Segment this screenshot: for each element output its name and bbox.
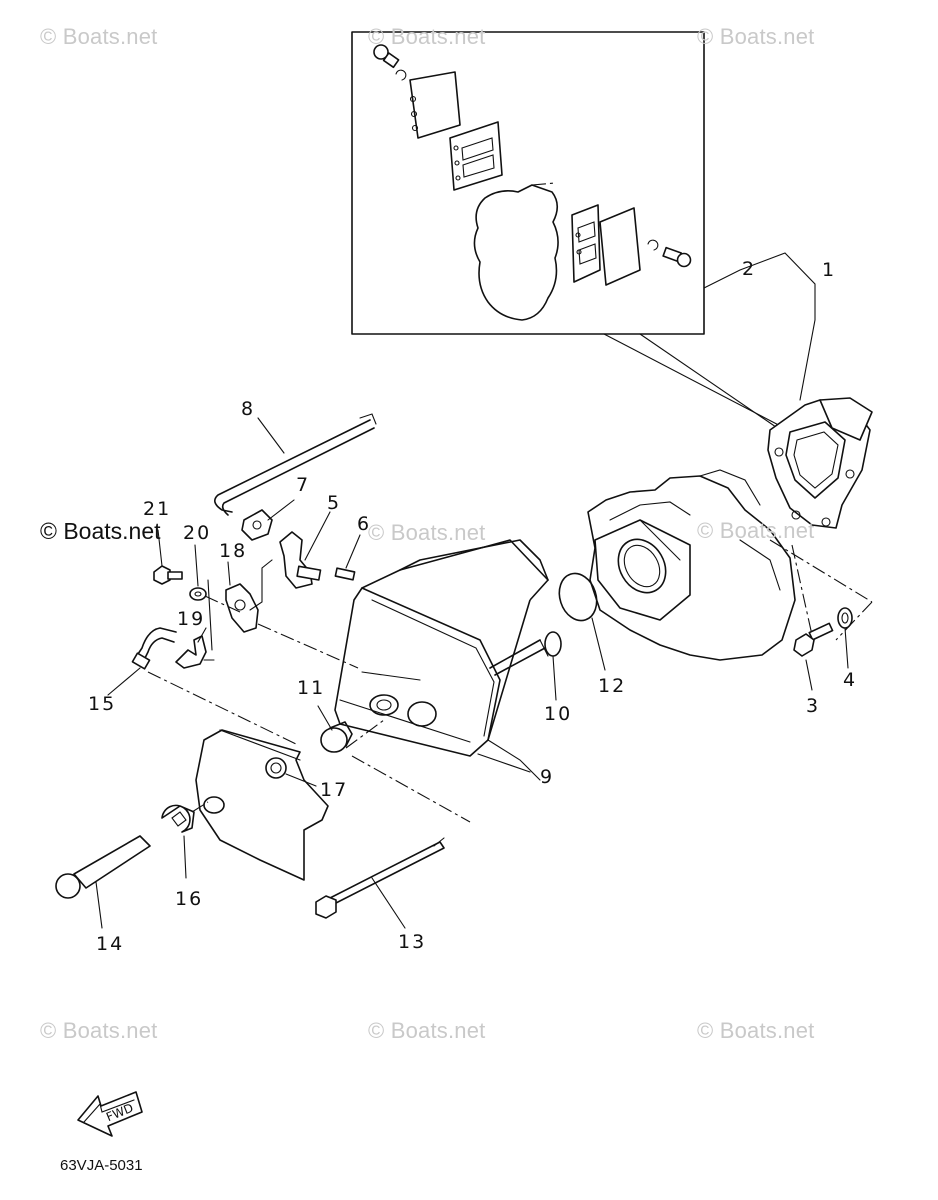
part-number-4: 4 (843, 669, 857, 691)
bolt-3 (793, 622, 834, 691)
fwd-arrow-icon: FWD (77, 1091, 143, 1137)
part-number-7: 7 (296, 474, 310, 496)
grommet-17 (265, 757, 317, 787)
part-number-2: 2 (742, 258, 756, 280)
grommet-16 (161, 801, 209, 879)
inset-reed-plate-2 (571, 204, 601, 283)
part-number-12: 12 (598, 675, 626, 697)
watermark-middle-right: © Boats.net (697, 518, 815, 543)
part-number-18: 18 (219, 540, 247, 562)
fitting-19 (175, 579, 215, 669)
watermark-bottom-right: © Boats.net (697, 1018, 815, 1043)
part-number-16: 16 (175, 888, 203, 910)
leader-1-2 (703, 252, 816, 401)
part-number-20: 20 (183, 522, 211, 544)
diagram-code: 63VJA-5031 (60, 1157, 143, 1174)
plug-11 (317, 705, 385, 753)
part-number-3: 3 (806, 695, 820, 717)
hose-8 (214, 413, 377, 516)
inset-screw-top (373, 44, 407, 81)
washer-4 (837, 607, 853, 669)
fitting-5 (279, 511, 331, 589)
watermark-middle-left: © Boats.net (40, 518, 161, 544)
inset-valve-body (473, 184, 559, 321)
hose-15 (107, 627, 297, 745)
watermark-bottom-center: © Boats.net (368, 1018, 486, 1043)
part-number-5: 5 (327, 492, 341, 514)
part-number-8: 8 (241, 398, 255, 420)
fitting-7 (241, 499, 295, 541)
watermark-top-left: © Boats.net (40, 24, 158, 49)
part-number-19: 19 (177, 608, 205, 630)
part-number-21: 21 (143, 498, 171, 520)
gasket-12 (558, 572, 606, 671)
lower-cover (195, 729, 329, 881)
inset-stopper-plate-2 (599, 207, 641, 286)
part-number-17: 17 (320, 779, 348, 801)
crankcase-housing (587, 469, 796, 661)
part-number-11: 11 (297, 677, 325, 699)
watermark-middle-center: © Boats.net (368, 520, 486, 545)
reed-valve-inset (351, 31, 793, 439)
part-number-14: 14 (96, 933, 124, 955)
bolt-13 (315, 755, 471, 929)
part-number-9: 9 (540, 766, 554, 788)
washer-20 (189, 544, 241, 613)
watermark-bottom-left: © Boats.net (40, 1018, 158, 1043)
bolt-10 (489, 631, 562, 701)
silencer-9 (334, 539, 549, 781)
screw-21 (153, 529, 183, 585)
reed-valve-assembly (767, 397, 873, 529)
part-number-13: 13 (398, 931, 426, 953)
pin-6 (334, 534, 361, 581)
part-number-15: 15 (88, 693, 116, 715)
watermark-top-center: © Boats.net (368, 24, 486, 49)
part-number-1: 1 (822, 259, 836, 281)
inset-stopper-plate (409, 71, 461, 139)
pin-14 (55, 835, 151, 929)
part-number-6: 6 (357, 513, 371, 535)
watermark-top-right: © Boats.net (697, 24, 815, 49)
leader-9 (477, 753, 531, 773)
part-number-10: 10 (544, 703, 572, 725)
